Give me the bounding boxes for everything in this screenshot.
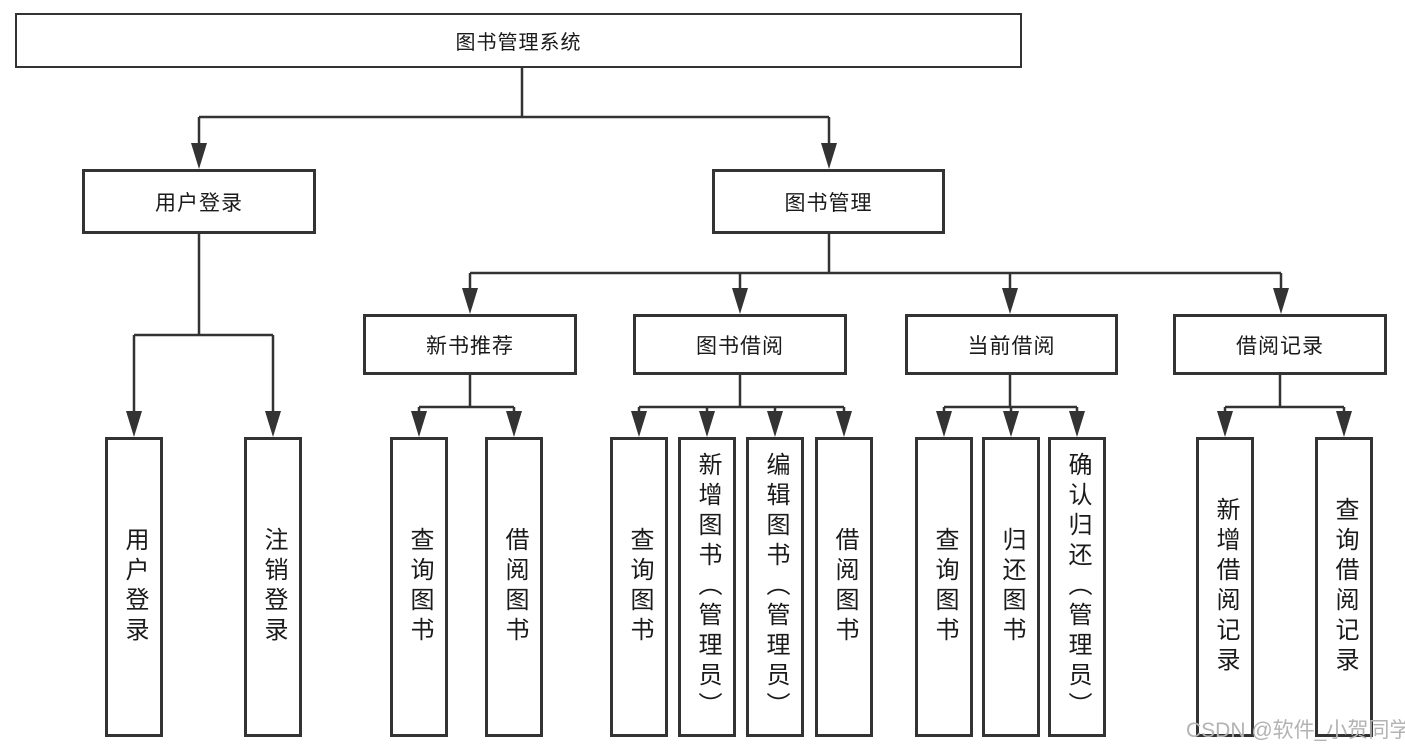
leaf-return-books-label: 归还图书 [998, 527, 1025, 647]
node-book-management: 图书管理 [712, 169, 945, 234]
leaf-user-login-label: 用户登录 [121, 527, 148, 647]
leaf-confirm-return-admin: 确认归还（管理员） [1048, 437, 1106, 737]
leaf-add-books-admin: 新增图书（管理员） [678, 437, 736, 737]
leaf-borrow-books-borrowing-label: 借阅图书 [831, 527, 858, 647]
node-borrowing-records: 借阅记录 [1173, 314, 1387, 375]
node-book-borrowing: 图书借阅 [633, 314, 847, 375]
csdn-watermark: CSDN @软件_小贺同学 [1186, 719, 1405, 742]
arrowheads [126, 143, 1352, 437]
node-book-borrowing-label: 图书借阅 [696, 334, 784, 358]
leaf-query-borrow-record-label: 查询借阅记录 [1331, 497, 1358, 677]
leaf-edit-books-admin: 编辑图书（管理员） [746, 437, 804, 737]
node-user-login-label: 用户登录 [155, 191, 243, 215]
node-root: 图书管理系统 [15, 13, 1022, 68]
node-new-book-recommend: 新书推荐 [363, 314, 577, 375]
leaf-query-borrow-record: 查询借阅记录 [1315, 437, 1373, 737]
leaf-query-books-borrowing-label: 查询图书 [626, 527, 653, 647]
leaf-user-login: 用户登录 [105, 437, 163, 737]
leaf-query-books-recommend-label: 查询图书 [406, 527, 433, 647]
leaf-add-books-admin-label: 新增图书（管理员） [694, 452, 721, 722]
leaf-return-books: 归还图书 [982, 437, 1040, 737]
leaf-add-borrow-record-label: 新增借阅记录 [1212, 497, 1239, 677]
leaf-add-borrow-record: 新增借阅记录 [1196, 437, 1254, 737]
node-current-borrowing: 当前借阅 [905, 314, 1118, 375]
leaf-query-books-current-label: 查询图书 [931, 527, 958, 647]
leaf-borrow-books-recommend: 借阅图书 [485, 437, 543, 737]
leaf-logout-label: 注销登录 [260, 527, 287, 647]
node-user-login: 用户登录 [82, 169, 316, 234]
node-root-label: 图书管理系统 [455, 32, 582, 54]
leaf-borrow-books-borrowing: 借阅图书 [815, 437, 873, 737]
leaf-query-books-borrowing: 查询图书 [610, 437, 668, 737]
node-book-management-label: 图书管理 [784, 191, 873, 215]
leaf-edit-books-admin-label: 编辑图书（管理员） [762, 452, 789, 722]
node-new-book-recommend-label: 新书推荐 [426, 334, 514, 358]
leaf-logout: 注销登录 [244, 437, 302, 737]
leaf-confirm-return-admin-label: 确认归还（管理员） [1064, 452, 1091, 722]
leaf-query-books-current: 查询图书 [915, 437, 973, 737]
leaf-borrow-books-recommend-label: 借阅图书 [501, 527, 528, 647]
leaf-query-books-recommend: 查询图书 [390, 437, 448, 737]
node-borrowing-records-label: 借阅记录 [1236, 334, 1324, 358]
node-current-borrowing-label: 当前借阅 [967, 334, 1056, 358]
